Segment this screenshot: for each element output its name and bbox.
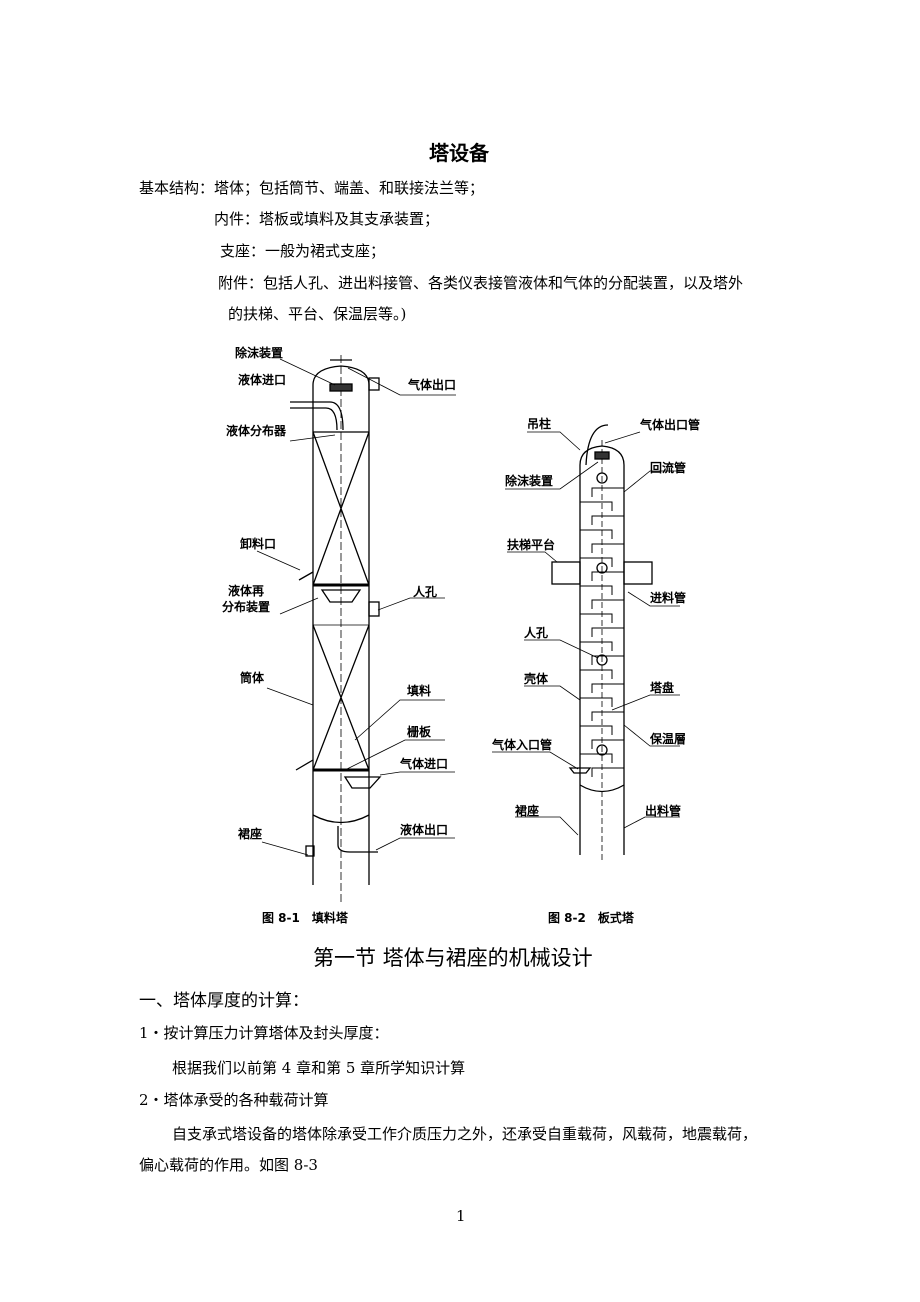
label-skirt: 裙座 [237,826,262,841]
plate-tower-leaders [492,431,680,836]
tray-line [591,683,624,693]
label-gas-inlet: 气体进口 [399,756,448,771]
tray-line [591,599,624,609]
label-insulation: 保温層 [649,731,686,746]
paragraph: 根据我们以前第 4 章和第 5 章所学知识计算 [172,1059,466,1077]
label-redistributor: 分布装置 [222,599,270,614]
intro-line: 基本结构：塔体；包括筒节、端盖、和联接法兰等； [139,179,485,197]
label-manhole: 人孔 [524,625,548,640]
tray-line [591,487,624,497]
tray-line [580,697,613,707]
label-reflux-pipe: 回流管 [650,460,686,475]
item-heading: 1・按计算压力计算塔体及封头厚度： [139,1024,389,1042]
label-demister: 除沫装置 [235,345,283,360]
item-heading: 2・塔体承受的各种载荷计算 [139,1091,329,1109]
label-tray: 塔盘 [650,680,674,695]
figure-caption: 图 8-2 板式塔 [548,910,635,925]
label-ladder-platform: 扶梯平台 [507,537,555,552]
label-discharge-pipe: 出料管 [645,803,681,818]
intro-line: 内件：塔板或填料及其支承装置； [214,210,440,228]
tray-line [580,669,613,679]
tray-line [591,627,624,637]
label-shell: 筒体 [240,670,265,685]
tray-line [580,501,613,511]
intro-line: 的扶梯、平台、保温层等。) [228,305,407,323]
tray-line [580,725,613,735]
label-liquid-distributor: 液体分布器 [226,423,287,438]
page-number: 1 [456,1207,466,1225]
tray-line [580,585,613,595]
tray-line [580,529,613,539]
tower-figures: 除沫装置 液体进口 液体分布器 卸料口 液体再 分布装置 筒体 裙座 气体出口 … [222,345,700,925]
plate-tower-diagram [551,424,653,860]
label-grid: 栅板 [407,724,432,739]
tray-line [591,739,624,749]
tray-line [591,655,624,665]
label-liquid-inlet: 液体进口 [238,372,286,387]
intro-line: 附件：包括人孔、进出料接管、各类仪表接管液体和气体的分配装置，以及塔外 [218,274,744,292]
label-discharge-port: 卸料口 [240,536,276,551]
label-packing: 填料 [407,683,431,698]
tray-line [591,767,624,777]
packed-tower-leaders [256,358,456,856]
label-gas-outlet-pipe: 气体出口管 [639,417,700,432]
tray-line [580,557,613,567]
tray-line [591,711,624,721]
packed-tower-diagram [290,355,382,905]
tray-line [591,543,624,553]
figure-caption: 图 8-1 填料塔 [262,910,349,925]
intro-line: 支座：一般为裙式支座； [220,242,386,260]
subsection-heading: 一、塔体厚度的计算： [139,991,309,1011]
label-davit: 吊柱 [527,416,551,431]
tray-line [591,515,624,525]
label-gas-inlet-pipe: 气体入口管 [491,737,552,752]
label-feed-pipe: 进料管 [650,590,686,605]
label-skirt: 裙座 [514,803,539,818]
label-manhole: 人孔 [413,584,437,599]
page-title: 塔设备 [429,141,489,165]
tray-line [580,753,613,763]
paragraph: 偏心载荷的作用。如图 8-3 [139,1156,318,1174]
tray-line [580,613,613,623]
label-redistributor: 液体再 [228,583,264,598]
section-heading: 第一节 塔体与裙座的机械设计 [313,946,593,970]
paragraph: 自支承式塔设备的塔体除承受工作介质压力之外，还承受自重载荷，风载荷，地震载荷， [172,1125,758,1143]
label-liquid-outlet: 液体出口 [400,822,448,837]
tray-line [580,641,613,651]
tray-line [591,571,624,581]
label-gas-outlet: 气体出口 [407,377,456,392]
label-demister: 除沫装置 [505,473,553,488]
label-shell: 壳体 [523,671,549,686]
